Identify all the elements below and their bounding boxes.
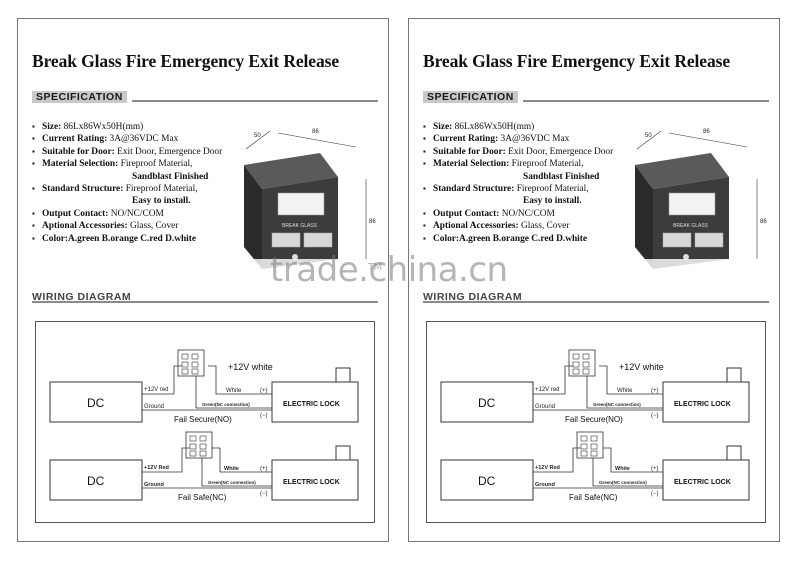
heading-rule bbox=[423, 301, 769, 303]
dc-box-label: DC bbox=[478, 474, 496, 488]
fail-safe-caption: Fail Safe(NC) bbox=[569, 493, 618, 502]
white-wire-label: White bbox=[226, 388, 242, 394]
diagram-fail-safe: DC ELECTRIC LOCK +12V Red Ground White G… bbox=[49, 431, 359, 502]
dim-depth-label: 86 bbox=[312, 129, 319, 135]
wiring-heading-bar: WIRING DIAGRAM bbox=[423, 291, 769, 303]
spec-item: Material Selection: Fireproof Material,S… bbox=[423, 158, 613, 183]
dc-box-label: DC bbox=[87, 474, 105, 488]
spec-sheet-page-left: Break Glass Fire Emergency Exit Release … bbox=[17, 18, 389, 542]
spec-item: Standard Structure: Fireproof Material,E… bbox=[32, 183, 222, 208]
break-glass-device-drawing: 50 86 86 BREAK GLASS bbox=[244, 129, 376, 269]
spec-item: Color:A.green B.orange C.red D.white bbox=[423, 233, 613, 246]
12v-white-label: +12V white bbox=[228, 362, 273, 372]
plus-12v-red-label: +12V Red bbox=[144, 465, 169, 471]
spec-item: Size: 86Lx86Wx50H(mm) bbox=[32, 121, 222, 134]
spec-item: Suitable for Door: Exit Door, Emergence … bbox=[423, 146, 613, 159]
plus-terminal: (+) bbox=[260, 466, 268, 472]
watermark-band bbox=[18, 259, 388, 305]
minus-terminal: (−) bbox=[651, 491, 659, 497]
green-nc-label: Green(NC connection) bbox=[202, 402, 250, 407]
plus-12v-red-label: +12V red bbox=[144, 387, 169, 393]
watermark-trademark: TM bbox=[368, 262, 382, 273]
ground-label: Ground bbox=[535, 482, 555, 488]
ground-label: Ground bbox=[144, 404, 164, 410]
white-wire-label: White bbox=[617, 388, 633, 394]
plus-12v-red-label: +12V red bbox=[535, 387, 560, 393]
heading-rule bbox=[32, 301, 378, 303]
diagram-fail-secure: DC ELECTRIC LOCK +12V red Ground +12V wh… bbox=[440, 349, 750, 424]
spec-item: Output Contact: NO/NC/COM bbox=[423, 208, 613, 221]
spec-item: Standard Structure: Fireproof Material,E… bbox=[423, 183, 613, 208]
plus-terminal: (+) bbox=[651, 388, 659, 394]
spec-list: Size: 86Lx86Wx50H(mm) Current Rating: 3A… bbox=[423, 121, 613, 245]
heading-rule bbox=[132, 100, 378, 102]
watermark-band bbox=[409, 259, 779, 305]
fail-secure-caption: Fail Secure(NO) bbox=[565, 415, 623, 424]
spec-item: Output Contact: NO/NC/COM bbox=[32, 208, 222, 221]
electric-lock-label: ELECTRIC LOCK bbox=[674, 401, 731, 408]
fail-safe-caption: Fail Safe(NC) bbox=[178, 493, 227, 502]
diagram-fail-secure: DC ELECTRIC LOCK +12V red Ground +12V wh… bbox=[49, 349, 359, 424]
diagram-fail-safe: DC ELECTRIC LOCK +12V Red Ground White G… bbox=[440, 431, 750, 502]
minus-terminal: (−) bbox=[260, 413, 268, 419]
electric-lock-label: ELECTRIC LOCK bbox=[283, 401, 340, 408]
green-nc-label: Green(NC connection) bbox=[593, 402, 641, 407]
plus-12v-red-label: +12V Red bbox=[535, 465, 560, 471]
12v-white-label: +12V white bbox=[619, 362, 664, 372]
specification-heading: SPECIFICATION bbox=[32, 91, 127, 103]
dim-width-label: 50 bbox=[254, 133, 261, 139]
wiring-diagram-heading: WIRING DIAGRAM bbox=[32, 291, 132, 303]
dim-height-label: 86 bbox=[760, 219, 767, 225]
dim-height-label: 86 bbox=[369, 219, 376, 225]
electric-lock-label: ELECTRIC LOCK bbox=[283, 479, 340, 486]
ground-label: Ground bbox=[535, 404, 555, 410]
plus-terminal: (+) bbox=[260, 388, 268, 394]
dc-box-label: DC bbox=[478, 396, 496, 410]
specification-heading: SPECIFICATION bbox=[423, 91, 518, 103]
minus-terminal: (−) bbox=[260, 491, 268, 497]
spec-list: Size: 86Lx86Wx50H(mm) Current Rating: 3A… bbox=[32, 121, 222, 245]
green-nc-label: Green(NC connection) bbox=[208, 480, 256, 485]
spec-item: Material Selection: Fireproof Material,S… bbox=[32, 158, 222, 183]
minus-terminal: (−) bbox=[651, 413, 659, 419]
green-nc-label: Green(NC connection) bbox=[599, 480, 647, 485]
wiring-diagram: DC ELECTRIC LOCK +12V red Ground +12V wh… bbox=[35, 321, 375, 523]
wiring-heading-bar: WIRING DIAGRAM bbox=[32, 291, 378, 303]
dc-box-label: DC bbox=[87, 396, 105, 410]
spec-item: Suitable for Door: Exit Door, Emergence … bbox=[32, 146, 222, 159]
electric-lock-label: ELECTRIC LOCK bbox=[674, 479, 731, 486]
white-wire-label: White bbox=[224, 466, 239, 472]
specification-heading-bar: SPECIFICATION bbox=[423, 91, 769, 103]
break-glass-device-drawing: 50 86 86 BREAK GLASS bbox=[635, 129, 767, 269]
spec-sheet-page-right: Break Glass Fire Emergency Exit Release … bbox=[408, 18, 780, 542]
device-label: BREAK GLASS bbox=[673, 223, 709, 229]
ground-label: Ground bbox=[144, 482, 164, 488]
page-title: Break Glass Fire Emergency Exit Release bbox=[32, 51, 339, 71]
watermark-text: trade.china.cn bbox=[270, 250, 508, 290]
spec-item: Size: 86Lx86Wx50H(mm) bbox=[423, 121, 613, 134]
spec-item: Current Rating: 3A@36VDC Max bbox=[32, 133, 222, 146]
plus-terminal: (+) bbox=[651, 466, 659, 472]
spec-item: Color:A.green B.orange C.red D.white bbox=[32, 233, 222, 246]
spec-item: Current Rating: 3A@36VDC Max bbox=[423, 133, 613, 146]
device-label: BREAK GLASS bbox=[282, 223, 318, 229]
wiring-diagram-heading: WIRING DIAGRAM bbox=[423, 291, 523, 303]
spec-item: Aptional Accessories: Glass, Cover bbox=[32, 220, 222, 233]
fail-secure-caption: Fail Secure(NO) bbox=[174, 415, 232, 424]
dim-depth-label: 86 bbox=[703, 129, 710, 135]
spec-item: Aptional Accessories: Glass, Cover bbox=[423, 220, 613, 233]
page-title: Break Glass Fire Emergency Exit Release bbox=[423, 51, 730, 71]
dim-width-label: 50 bbox=[645, 133, 652, 139]
heading-rule bbox=[523, 100, 769, 102]
white-wire-label: White bbox=[615, 466, 630, 472]
wiring-diagram: DC ELECTRIC LOCK +12V red Ground +12V wh… bbox=[426, 321, 766, 523]
specification-heading-bar: SPECIFICATION bbox=[32, 91, 378, 103]
